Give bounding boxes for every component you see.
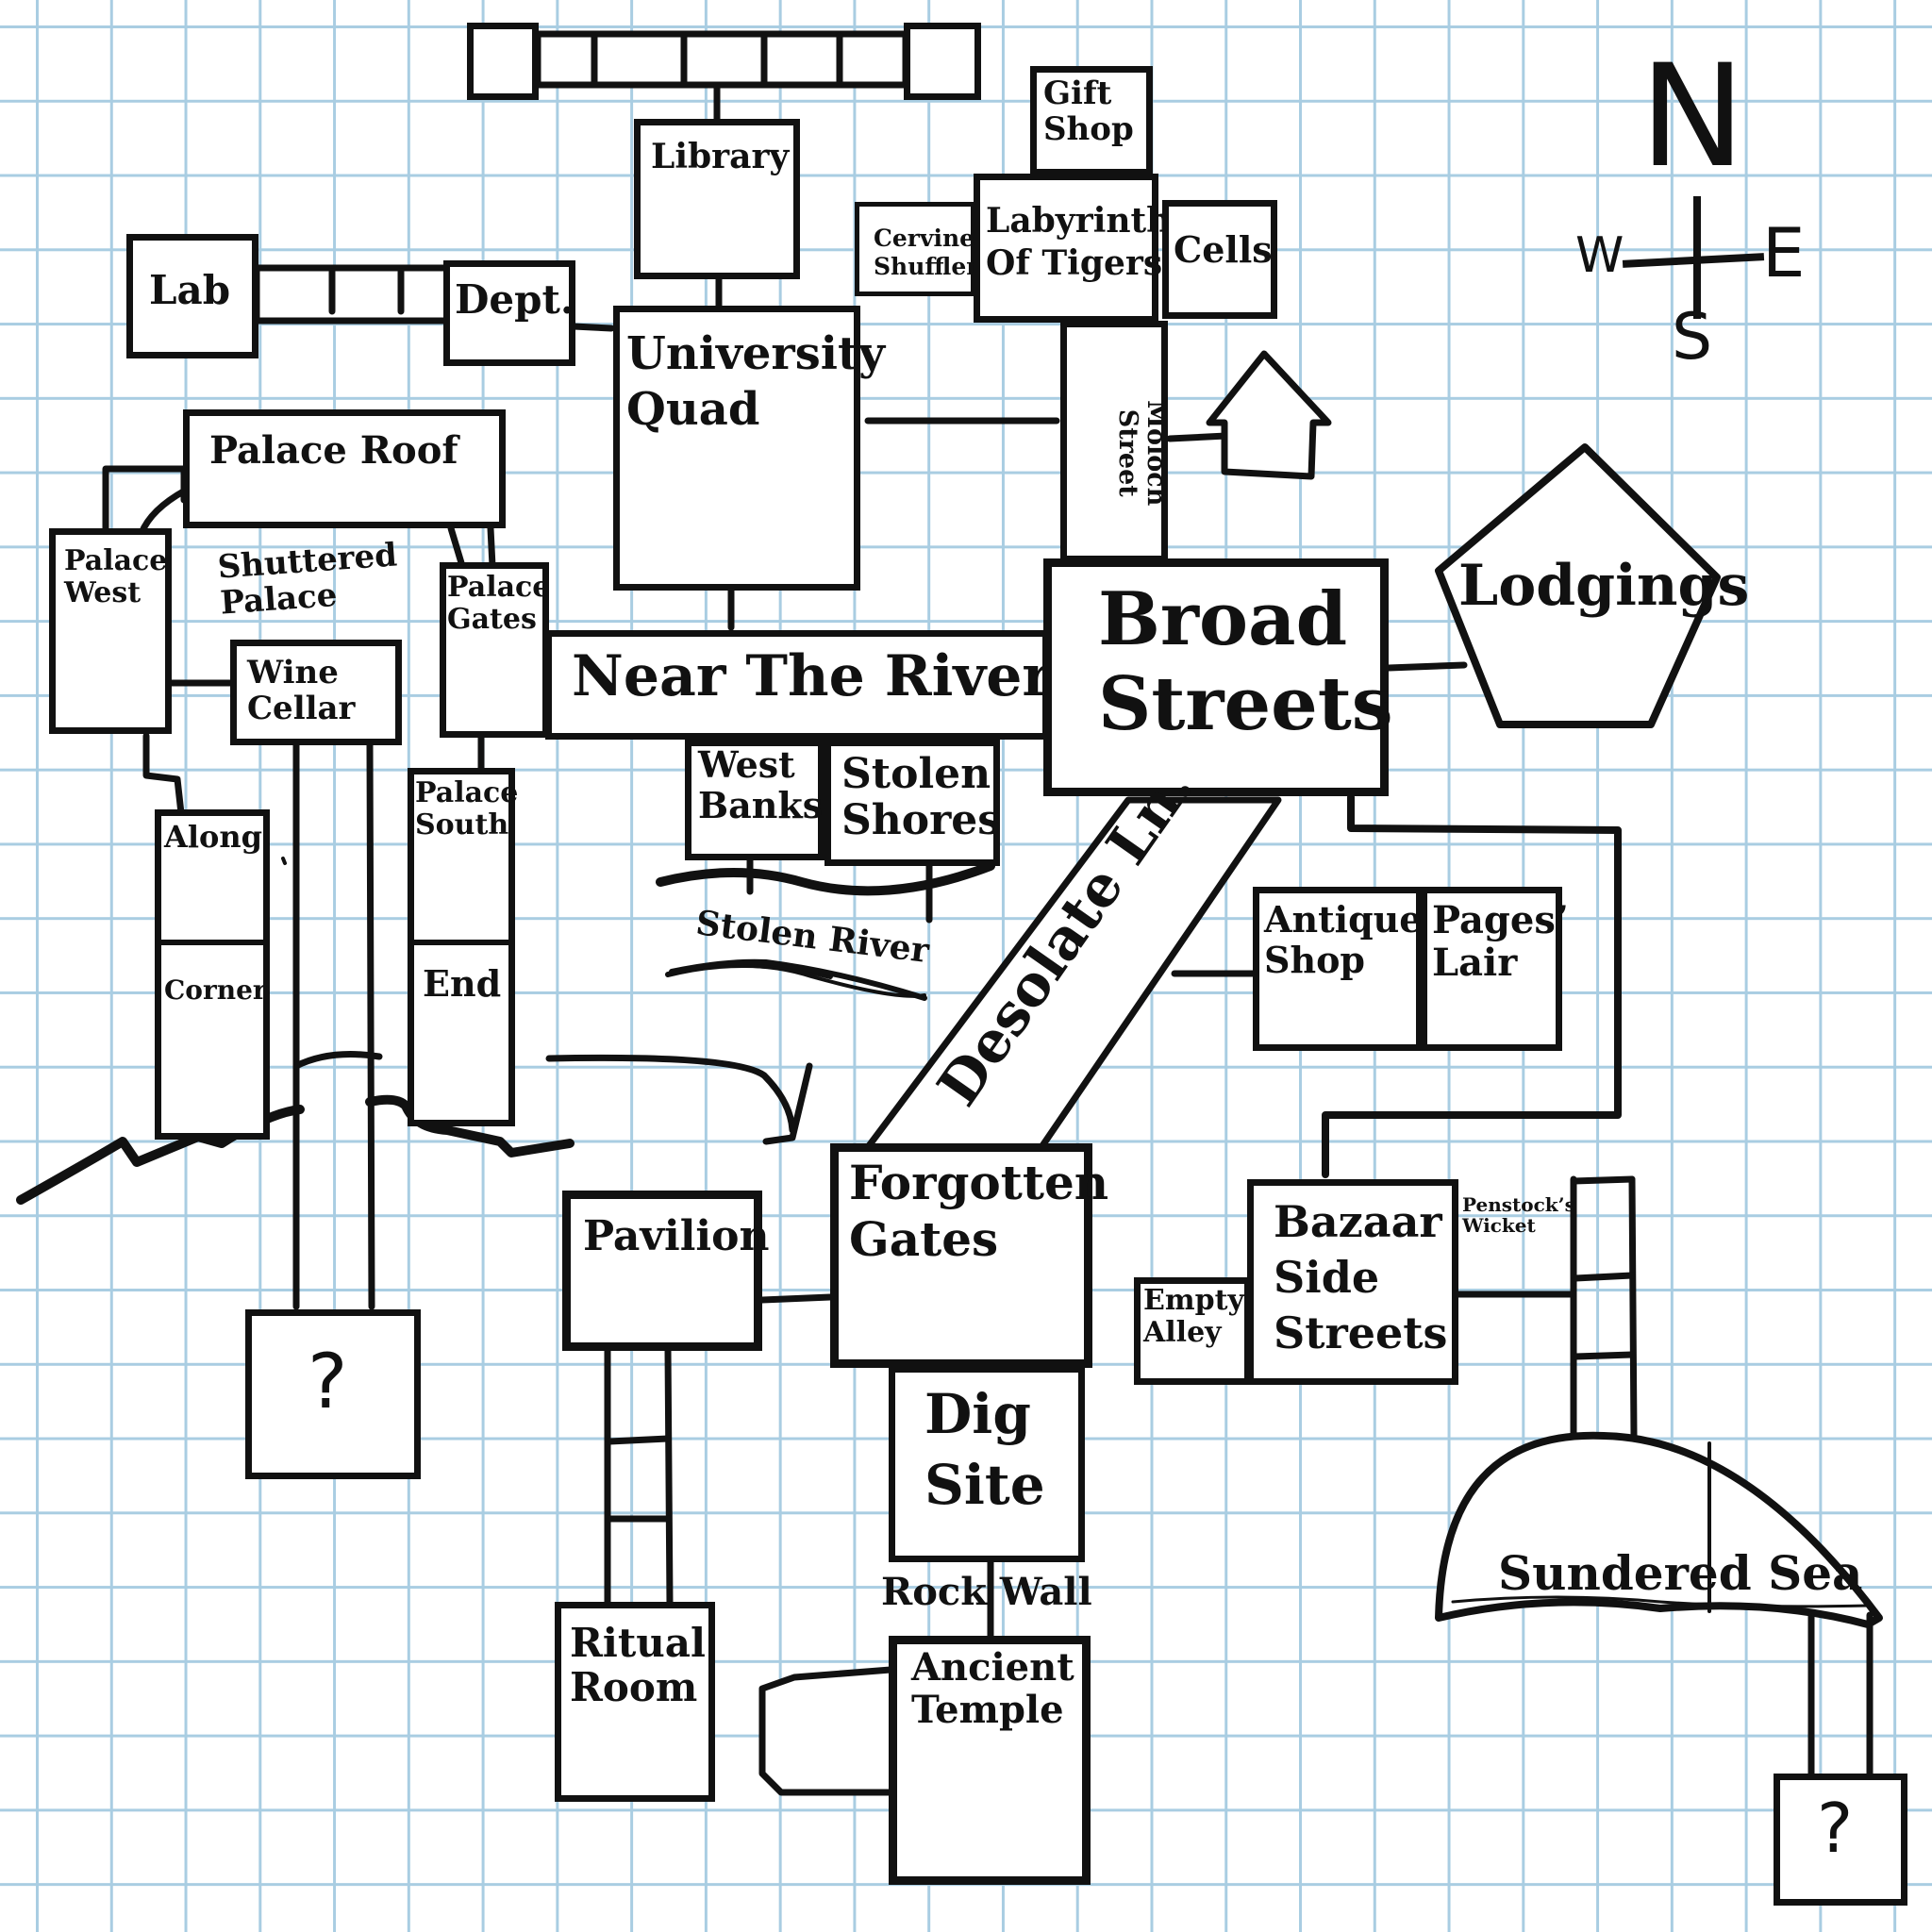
label-moloch-street: Moloch Street: [1113, 400, 1172, 507]
room-forgotten-gates[interactable]: [830, 1143, 1092, 1368]
label-dept: Dept.: [455, 276, 575, 323]
label-gift-shop: Gift Shop: [1043, 75, 1134, 149]
room-labyrinth-of-tigers[interactable]: [974, 174, 1158, 323]
label-shuttered-palace: Shuttered Palace: [216, 536, 399, 623]
label-palace-south: Palace South: [415, 776, 519, 841]
label-stolen-shores: Stolen Shores: [841, 750, 1002, 845]
room-palace-west[interactable]: [49, 528, 172, 734]
label-unknown-left: ?: [308, 1338, 348, 1425]
label-end: End: [423, 962, 502, 1005]
label-ritual-room: Ritual Room: [570, 1620, 706, 1711]
compass: N W E S: [1566, 38, 1811, 377]
label-forgotten-gates: Forgotten Gates: [849, 1155, 1109, 1267]
room-wine-cellar[interactable]: [230, 640, 402, 745]
label-wine-cellar: Wine Cellar: [247, 654, 356, 728]
street-palace-south-end[interactable]: [408, 768, 515, 1126]
label-corner: Corner: [164, 974, 267, 1006]
label-palace-roof: Palace Roof: [209, 428, 458, 473]
top-left-post: [467, 23, 539, 100]
label-lab: Lab: [149, 267, 231, 313]
room-unknown-left[interactable]: [245, 1309, 421, 1479]
compass-west: W: [1575, 227, 1624, 284]
label-labyrinth-of-tigers: Labyrinth Of Tigers: [986, 201, 1172, 283]
label-library: Library: [651, 137, 790, 176]
label-palace-west: Palace West: [64, 544, 168, 609]
label-rock-wall: Rock Wall: [881, 1570, 1092, 1614]
label-lodgings: Lodgings: [1458, 553, 1750, 619]
label-university-quad: University Quad: [626, 327, 886, 436]
street-bazaar-side-streets[interactable]: [1247, 1179, 1458, 1385]
label-bazaar-side-streets: Bazaar Side Streets: [1274, 1196, 1448, 1358]
label-unknown-right: ?: [1817, 1789, 1854, 1868]
room-lab[interactable]: [126, 234, 258, 358]
label-antique-shop: Antique Shop: [1264, 898, 1423, 981]
room-university-quad[interactable]: [613, 306, 860, 591]
room-dept[interactable]: [443, 260, 575, 366]
street-along-corner[interactable]: [155, 809, 270, 1140]
room-ritual-room[interactable]: [555, 1602, 715, 1802]
room-empty-alley[interactable]: [1134, 1277, 1251, 1385]
room-antique-shop[interactable]: [1253, 887, 1423, 1051]
label-near-the-river: Near The River: [572, 643, 1053, 709]
label-cells: Cells: [1174, 228, 1273, 271]
palace-south-divider: [408, 940, 515, 945]
label-broad-streets: Broad Streets: [1098, 576, 1393, 748]
label-pavilion: Pavilion: [583, 1212, 770, 1260]
room-cervine-shuffler[interactable]: [855, 202, 975, 296]
label-dig-site: Dig Site: [924, 1382, 1045, 1518]
label-empty-alley: Empty Alley: [1143, 1284, 1244, 1349]
compass-north: N: [1640, 35, 1746, 199]
label-penstocks-wicket: Penstock’s Wicket: [1462, 1193, 1575, 1238]
street-broad-streets[interactable]: [1043, 558, 1389, 796]
compass-south: S: [1672, 300, 1713, 375]
room-dig-site[interactable]: [889, 1366, 1085, 1562]
label-along: Along: [164, 819, 262, 855]
label-pages-lair: Pages’ Lair: [1432, 898, 1569, 985]
top-right-post: [904, 23, 981, 100]
label-ancient-temple: Ancient Temple: [911, 1645, 1074, 1732]
compass-east: E: [1762, 213, 1806, 292]
room-ancient-temple[interactable]: [889, 1636, 1091, 1885]
room-cells[interactable]: [1162, 200, 1277, 319]
label-cervine-shuffler: Cervine Shuffler: [874, 225, 979, 280]
room-library[interactable]: [634, 119, 800, 279]
street-near-the-river[interactable]: [545, 630, 1049, 740]
room-unknown-right[interactable]: [1774, 1774, 1907, 1906]
room-palace-roof[interactable]: [183, 409, 506, 528]
along-corner-divider: [155, 940, 270, 945]
room-gift-shop[interactable]: [1030, 66, 1153, 175]
label-sundered-sea: Sundered Sea: [1498, 1545, 1863, 1601]
room-pavilion[interactable]: [562, 1191, 762, 1351]
room-west-banks[interactable]: [685, 740, 824, 860]
room-stolen-shores[interactable]: [824, 740, 1000, 866]
label-west-banks: West Banks: [698, 743, 824, 826]
label-palace-gates: Palace Gates: [447, 571, 551, 636]
room-pages-lair[interactable]: [1421, 887, 1562, 1051]
